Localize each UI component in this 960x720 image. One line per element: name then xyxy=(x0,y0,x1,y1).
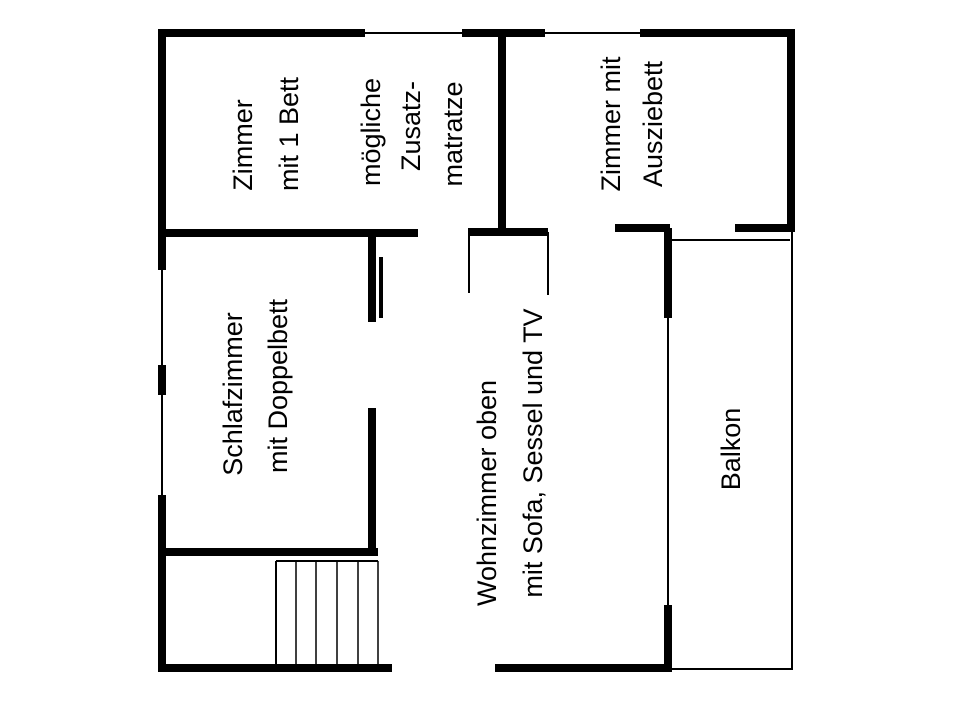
balcony-label: Balkon xyxy=(716,408,746,491)
note-label-line1: mögliche xyxy=(356,78,386,186)
note-label-line3: matratze xyxy=(438,81,468,186)
room2-label-line2: Ausziebett xyxy=(638,60,668,187)
bedroom-label-line1: Schlafzimmer xyxy=(218,312,248,476)
note-label-line2: Zusatz- xyxy=(396,81,426,171)
walls xyxy=(158,29,795,672)
bedroom-label-line2: mit Doppelbett xyxy=(263,298,293,473)
staircase xyxy=(275,560,379,664)
living-label-line1: Wohnzimmer oben xyxy=(472,380,502,606)
room1-label-line2: mit 1 Bett xyxy=(274,76,304,191)
room1-label-line1: Zimmer xyxy=(228,99,258,190)
living-label-line2: mit Sofa, Sessel und TV xyxy=(518,308,548,597)
room2-label-line1: Zimmer mit xyxy=(596,56,626,191)
